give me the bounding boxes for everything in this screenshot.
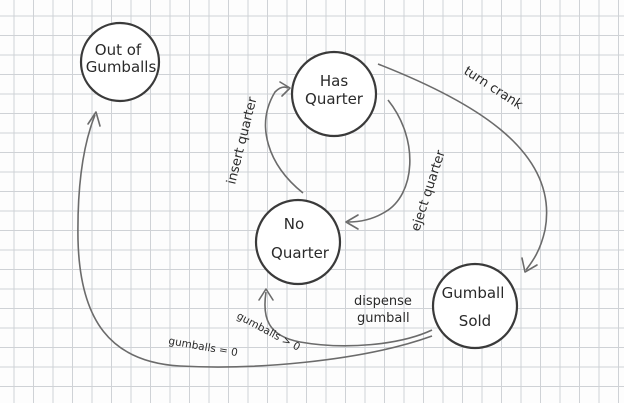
- eject-quarter-arrowhead: [345, 214, 359, 230]
- state-gumball-sold: Gumball Sold: [431, 262, 519, 350]
- has-quarter-label-line1: Has: [320, 72, 348, 90]
- gumball-sold-circle: [431, 262, 519, 350]
- state-no-quarter: No Quarter: [254, 198, 342, 286]
- dispense-gumball-arrowhead: [258, 288, 274, 301]
- transition-eject-quarter: [345, 99, 411, 230]
- transition-insert-quarter: [264, 81, 304, 194]
- transition-turn-crank: [377, 63, 548, 273]
- eject-quarter-arrow: [347, 99, 411, 223]
- dispense-label-line1: dispense: [354, 294, 412, 309]
- dispense-label-line2: gumball: [357, 311, 410, 326]
- gumballs-eq-0-label: gumballs = 0: [167, 335, 238, 359]
- transition-sold-out: [77, 111, 433, 368]
- sold-out-arrowhead: [87, 111, 101, 127]
- insert-quarter-arrowhead: [279, 81, 291, 97]
- has-quarter-circle: [290, 50, 378, 138]
- insert-quarter-label: insert quarter: [224, 95, 260, 186]
- state-has-quarter: Has Quarter: [290, 50, 378, 138]
- insert-quarter-arrow: [264, 86, 304, 194]
- turn-crank-label: turn crank: [461, 64, 526, 113]
- gumball-sold-label-line2: Sold: [459, 312, 491, 330]
- turn-crank-arrow: [377, 63, 548, 271]
- gumballs-gt-0-label: gumballs > 0: [235, 310, 303, 354]
- state-out-of-gumballs: Out of Gumballs: [79, 21, 161, 103]
- out-of-gumballs-label-line1: Out of: [95, 41, 142, 59]
- sold-out-arrow: [77, 114, 433, 368]
- out-of-gumballs-label-line2: Gumballs: [86, 58, 157, 76]
- out-of-gumballs-circle: [79, 21, 161, 103]
- no-quarter-circle: [254, 198, 342, 286]
- eject-quarter-label: eject quarter: [409, 148, 449, 233]
- transition-dispense-gumball: [258, 288, 433, 347]
- dispense-gumball-arrow: [264, 291, 433, 347]
- gumball-sold-label-line1: Gumball: [442, 284, 505, 302]
- has-quarter-label-line2: Quarter: [305, 90, 364, 108]
- no-quarter-label-line1: No: [284, 215, 304, 233]
- turn-crank-arrowhead: [521, 257, 538, 273]
- no-quarter-label-line2: Quarter: [271, 244, 330, 262]
